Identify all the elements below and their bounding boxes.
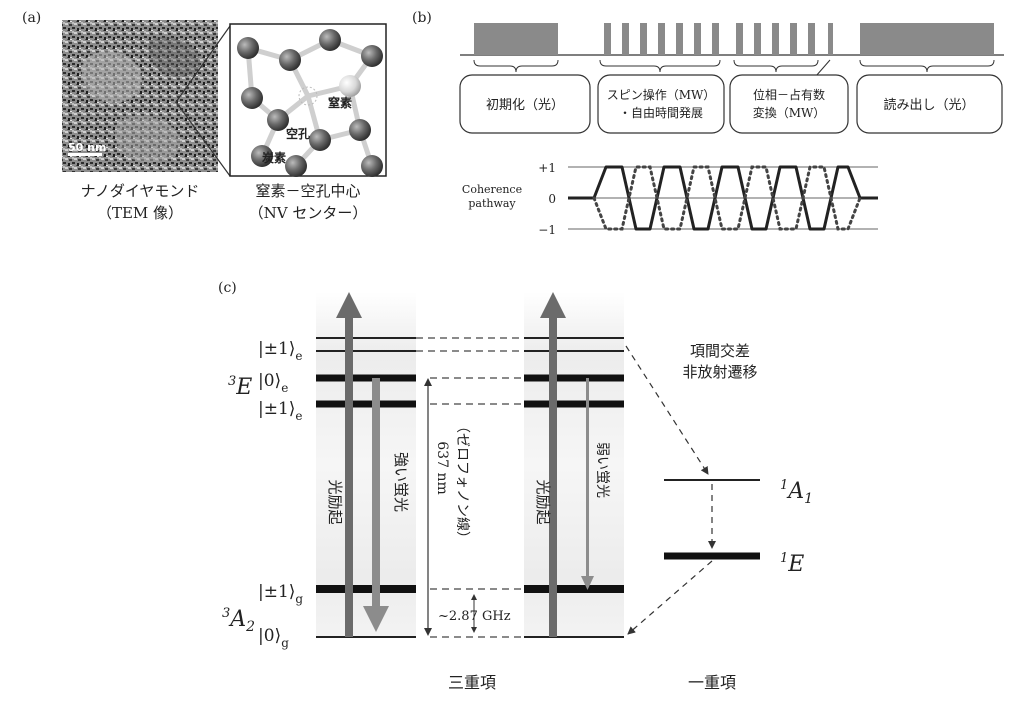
label-isc: 項間交差 bbox=[690, 342, 750, 360]
box-spin-operation bbox=[597, 74, 725, 134]
panel-a-label: (a) bbox=[22, 10, 41, 26]
arrow-excitation-right bbox=[540, 292, 566, 637]
box-spin-operation-label: スピン操作（MW） bbox=[607, 87, 716, 102]
caption-singlet: 一重項 bbox=[688, 673, 736, 692]
state-g-zero: |0⟩ bbox=[258, 626, 281, 646]
caption-nv-center-paren: （NV センター） bbox=[249, 204, 368, 222]
arrow-zpl bbox=[424, 378, 432, 636]
svg-text:|±1⟩g: |±1⟩g bbox=[258, 582, 303, 606]
arrow-excitation-left bbox=[336, 292, 362, 637]
term-3a2-mult: 3 bbox=[222, 606, 230, 621]
lattice-illustration: 窒素 空孔 炭素 bbox=[229, 23, 387, 177]
label-carbon: 炭素 bbox=[262, 150, 286, 165]
label-vacancy: 空孔 bbox=[286, 126, 310, 141]
svg-text:|0⟩e: |0⟩e bbox=[258, 371, 288, 395]
term-1a1: A bbox=[786, 479, 804, 504]
label-excitation-right: 光励起 bbox=[534, 479, 552, 524]
level-zero: 0 bbox=[548, 192, 556, 206]
svg-text:|0⟩g: |0⟩g bbox=[258, 626, 289, 650]
arrow-ground-splitting bbox=[471, 594, 477, 633]
pulse-laser-init bbox=[474, 23, 558, 55]
scale-bar bbox=[68, 153, 102, 156]
label-nitrogen: 窒素 bbox=[328, 95, 352, 110]
term-1a1-mult: 1 bbox=[780, 478, 788, 493]
svg-text:3A2: 3A2 bbox=[222, 606, 255, 635]
box-readout-label: 読み出し（光） bbox=[883, 97, 974, 113]
box-initialize bbox=[459, 74, 591, 134]
label-fluorescence-weak: 弱い蛍光 bbox=[594, 442, 610, 498]
box-initialize-label: 初期化（光） bbox=[486, 98, 564, 113]
excited-state-labels: |±1⟩e |0⟩e |±1⟩e bbox=[258, 339, 303, 423]
term-3e-mult: 3 bbox=[228, 374, 236, 389]
label-nonradiative: 非放射遷移 bbox=[682, 363, 757, 381]
triplet-column-left bbox=[316, 292, 416, 638]
label-ground-splitting: ~2.87 GHz bbox=[438, 609, 511, 624]
state-e-pm1-lower: |±1⟩ bbox=[258, 399, 295, 419]
pulse-laser-readout bbox=[860, 23, 994, 55]
state-e-pm1-upper: |±1⟩ bbox=[258, 339, 295, 359]
svg-text:|±1⟩e: |±1⟩e bbox=[258, 339, 303, 363]
box-free-evolution-label: ・自由時間発展 bbox=[619, 106, 703, 120]
level-connectors bbox=[416, 337, 524, 638]
singlet-levels bbox=[664, 479, 760, 560]
caption-tem: （TEM 像） bbox=[97, 204, 183, 222]
box-phase-conversion bbox=[729, 74, 849, 134]
zoom-callout bbox=[175, 25, 231, 177]
caption-nv-center: 窒素－空孔中心 bbox=[255, 182, 360, 200]
state-e-zero: |0⟩ bbox=[258, 371, 281, 391]
label-excitation-left: 光励起 bbox=[326, 479, 344, 524]
arrow-fluorescence-strong bbox=[363, 378, 389, 632]
svg-text:|±1⟩e: |±1⟩e bbox=[258, 399, 303, 423]
svg-text:1A1: 1A1 bbox=[780, 478, 813, 507]
pulse-sequence: 初期化（光） スピン操作（MW） ・自由時間発展 位相－占有数 変換（MW） 読… bbox=[459, 23, 1004, 134]
box-phase-label: 位相－占有数 bbox=[753, 87, 825, 102]
term-1e: E bbox=[787, 552, 804, 577]
label-zpl-paren: （ゼロフォノン線） bbox=[454, 419, 470, 545]
svg-text:3E: 3E bbox=[228, 374, 252, 400]
pulse-mw-train bbox=[604, 23, 833, 55]
box-readout bbox=[856, 74, 1003, 134]
label-fluorescence-strong: 強い蛍光 bbox=[392, 452, 410, 512]
svg-text:1E: 1E bbox=[780, 551, 804, 577]
term-3a2: A bbox=[228, 607, 246, 632]
pathway-dotted bbox=[592, 165, 862, 231]
panel-b-label: (b) bbox=[412, 10, 432, 26]
level-plus-one: +1 bbox=[538, 161, 556, 175]
triplet-column-right bbox=[524, 292, 624, 638]
isc-paths bbox=[625, 345, 716, 635]
panel-c-label: (c) bbox=[218, 280, 237, 296]
triplet-levels-left bbox=[316, 337, 416, 638]
tem-image: 50 nm bbox=[62, 20, 218, 172]
caption-nanodiamond: ナノダイヤモンド bbox=[81, 182, 200, 200]
coherence-pathway: Coherence pathway +1 0 −1 bbox=[462, 161, 878, 237]
state-g-pm1: |±1⟩ bbox=[258, 582, 295, 602]
label-zpl-wavelength: 637 nm bbox=[434, 441, 450, 494]
arrow-fluorescence-weak bbox=[581, 378, 594, 590]
scale-bar-label: 50 nm bbox=[68, 141, 106, 154]
term-3e: E bbox=[235, 375, 252, 400]
triplet-levels-right bbox=[524, 337, 624, 638]
ground-state-labels: |±1⟩g |0⟩g bbox=[258, 582, 303, 650]
box-conversion-label: 変換（MW） bbox=[753, 105, 826, 120]
caption-triplet: 三重項 bbox=[448, 673, 496, 692]
pathway-label: pathway bbox=[468, 197, 516, 210]
term-1e-mult: 1 bbox=[780, 551, 788, 566]
coherence-label: Coherence bbox=[462, 183, 522, 196]
level-minus-one: −1 bbox=[538, 223, 556, 237]
